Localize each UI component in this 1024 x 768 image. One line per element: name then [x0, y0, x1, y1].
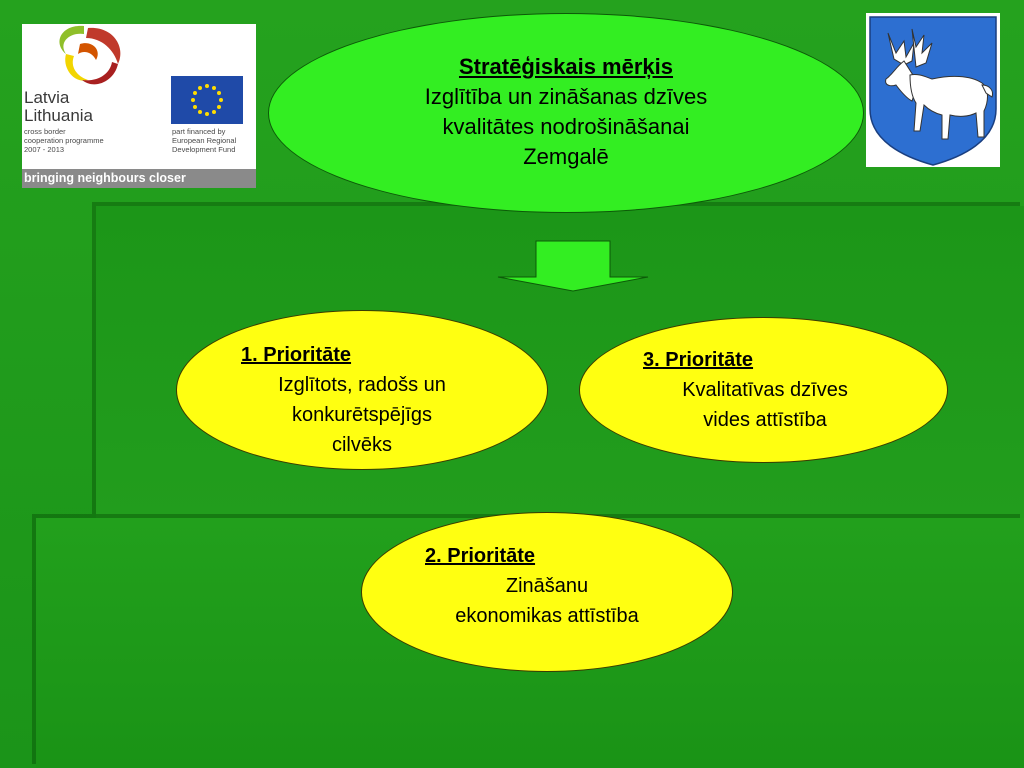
priority-1-line: Izglītots, radošs un	[278, 374, 446, 396]
logo-programme-line3: 2007 - 2013	[24, 145, 65, 154]
programme-logo: Latvia Lithuania cross border cooperatio…	[22, 24, 256, 188]
strategic-goal-line: Izglītība un zināšanas dzīves	[424, 84, 708, 109]
logo-name-line1: Latvia	[24, 88, 70, 107]
strategic-goal-heading: Stratēģiskais mērķis	[458, 54, 674, 79]
priority-3-heading: 3. Prioritāte	[643, 349, 754, 371]
elk-crest-icon	[869, 16, 997, 166]
eu-flag-icon	[171, 76, 243, 124]
priority-1-heading: 1. Prioritāte	[241, 344, 352, 366]
down-arrow-icon	[497, 240, 649, 292]
priority-3-line: Kvalitatīvas dzīves	[682, 379, 848, 401]
priority-2-line: Zināšanu	[505, 575, 589, 597]
priority-1-line: konkurētspējīgs	[291, 404, 433, 426]
priority-3-text: 3. Prioritāte Kvalitatīvas dzīves vides …	[643, 345, 887, 435]
logo-programme-line2: cooperation programme	[24, 136, 104, 145]
priority-2-text: 2. Prioritāte Zināšanu ekonomikas attīst…	[425, 541, 669, 631]
logo-fund-line3: Development Fund	[172, 145, 236, 154]
strategic-goal-ellipse	[268, 13, 864, 213]
coat-of-arms	[866, 13, 1000, 167]
strategic-goal-line: Zemgalē	[523, 144, 609, 169]
priority-1-text: 1. Prioritāte Izglītots, radošs un konku…	[240, 340, 484, 460]
priority-2-ellipse	[361, 512, 733, 672]
priority-2-heading: 2. Prioritāte	[425, 545, 536, 567]
strategic-goal-line: kvalitātes nodrošināšanai	[442, 114, 690, 139]
priority-3-ellipse	[579, 317, 948, 463]
logo-tagline: bringing neighbours closer	[22, 169, 256, 188]
priority-1-ellipse	[176, 310, 548, 470]
programme-symbol-icon	[59, 25, 121, 85]
logo-name-line2: Lithuania	[24, 106, 94, 125]
logo-fund-line1: part financed by	[172, 127, 226, 136]
logo-programme-line1: cross border	[24, 127, 66, 136]
priority-1-line: cilvēks	[331, 434, 392, 456]
strategic-goal-text: Stratēģiskais mērķis Izglītība un zināša…	[318, 52, 814, 172]
logo-fund-line2: European Regional	[172, 136, 237, 145]
priority-2-line: ekonomikas attīstība	[455, 605, 639, 627]
priority-3-line: vides attīstība	[703, 409, 827, 431]
